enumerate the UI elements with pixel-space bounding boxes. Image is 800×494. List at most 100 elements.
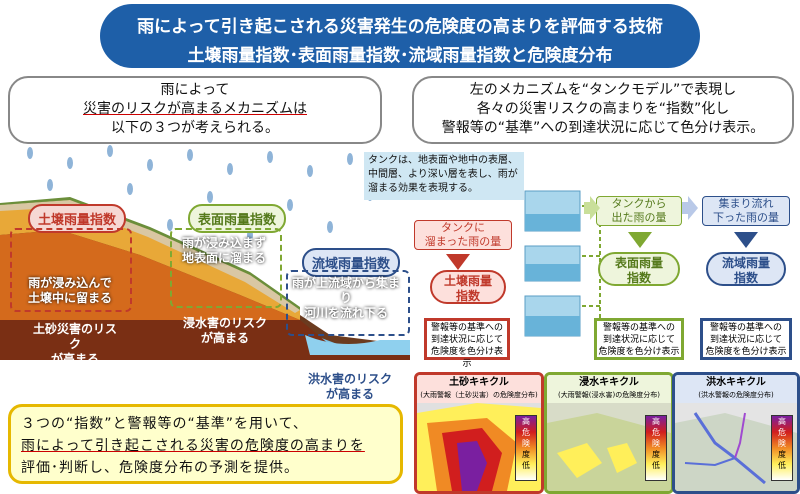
surface-index-2: 指数 bbox=[626, 271, 651, 285]
surface-desc-2: 地表面に溜まる bbox=[181, 251, 266, 265]
basin-color-note-2: 到達状況に応じて bbox=[709, 335, 782, 345]
right-callout-line-3: 警報等の“基準”への到達状況に応じて色分け表示。 bbox=[441, 120, 765, 136]
map-soil-subtitle: (大雨警報（土砂災害）の危険度分布) bbox=[420, 391, 538, 399]
map-surface-legend-high: 高 bbox=[652, 417, 660, 426]
surface-color-note: 警報等の基準への 到達状況に応じて 危険度を色分け表示 bbox=[594, 318, 684, 360]
soil-index-2: 指数 bbox=[455, 289, 480, 303]
soil-desc-2: 土壌中に留まる bbox=[27, 291, 112, 305]
map-basin-legend: 高 危 険 度 低 bbox=[771, 415, 793, 481]
map-soil: 土砂キキクル (大雨警報（土砂災害）の危険度分布) 高 危 険 度 低 bbox=[414, 372, 544, 494]
flow-arrows bbox=[584, 196, 698, 220]
soil-index-region bbox=[10, 228, 132, 312]
right-callout-line-2: 各々の災害リスクの高まりを“指数”化し bbox=[476, 101, 730, 117]
map-basin-title: 洪水キキクル bbox=[706, 377, 766, 388]
basin-desc-2: 河川を流れ下る bbox=[303, 306, 388, 320]
map-soil-head: 土砂キキクル (大雨警報（土砂災害）の危険度分布) bbox=[417, 375, 541, 403]
left-callout: 雨によって 災害のリスクが高まるメカニズムは 以下の３つが考えられる。 bbox=[8, 76, 382, 144]
surface-note-1: タンクから bbox=[611, 197, 667, 210]
map-surface-title: 浸水キキクル bbox=[579, 377, 639, 388]
map-surface-legend-mid2: 険 bbox=[652, 439, 660, 448]
soil-index-tank-label: 土壌雨量 指数 bbox=[430, 270, 506, 304]
right-callout: 左のメカニズムを“タンクモデル”で表現し 各々の災害リスクの高まりを“指数”化し… bbox=[412, 76, 794, 144]
map-soil-legend-low: 低 bbox=[522, 461, 530, 470]
surface-risk: 浸水害のリスク が高まる bbox=[170, 316, 280, 346]
basin-color-note-3: 危険度を色分け表示 bbox=[705, 347, 787, 357]
tank-explain-2: 中間層、より深い層を表し、雨が bbox=[368, 169, 518, 180]
map-basin-legend-mid2: 険 bbox=[778, 439, 786, 448]
basin-color-note-1: 警報等の基準への bbox=[709, 323, 782, 333]
surface-color-note-1: 警報等の基準への bbox=[602, 323, 675, 333]
title-line-2: 土壌雨量指数･表面雨量指数･流域雨量指数と危険度分布 bbox=[187, 46, 613, 66]
summary-line-1: ３つの“指数”と警報等の“基準”を用いて、 bbox=[21, 416, 308, 432]
soil-risk-1: 土砂災害のリスク bbox=[32, 322, 117, 351]
soil-color-note: 警報等の基準への 到達状況に応じて 危険度を色分け表示 bbox=[424, 318, 510, 369]
surface-note-2: 出た雨の量 bbox=[611, 211, 667, 224]
map-soil-image bbox=[417, 403, 541, 491]
basin-note-arrow bbox=[734, 232, 758, 248]
soil-note-1: タンクに bbox=[441, 221, 485, 234]
surface-note-arrow bbox=[628, 232, 652, 248]
soil-color-note-2: 到達状況に応じて bbox=[430, 335, 503, 345]
basin-index-tank-label: 流域雨量 指数 bbox=[706, 252, 786, 286]
soil-color-note-1: 警報等の基準への bbox=[430, 323, 503, 333]
map-basin-legend-mid3: 度 bbox=[778, 450, 786, 459]
map-surface-legend: 高 危 険 度 低 bbox=[645, 415, 667, 481]
basin-index-2: 指数 bbox=[733, 271, 758, 285]
tank-explain-3: 溜まる効果を表現する。 bbox=[368, 183, 478, 194]
basin-color-note: 警報等の基準への 到達状況に応じて 危険度を色分け表示 bbox=[700, 318, 792, 360]
surface-description: 雨が浸み込まず 地表面に溜まる bbox=[172, 236, 276, 266]
map-soil-legend-mid3: 度 bbox=[522, 450, 530, 459]
left-callout-line-1: 雨によって bbox=[160, 82, 230, 98]
soil-description: 雨が浸み込んで 土壌中に留まる bbox=[14, 276, 126, 306]
basin-index-region bbox=[286, 270, 410, 336]
map-basin-legend-mid1: 危 bbox=[778, 428, 786, 437]
surface-risk-2: が高まる bbox=[200, 331, 249, 345]
surface-color-note-3: 危険度を色分け表示 bbox=[598, 347, 680, 357]
basin-description: 雨が上流域から集まり 河川を流れ下る bbox=[288, 276, 404, 321]
soil-note-2: 溜まった雨の量 bbox=[424, 235, 502, 248]
map-basin-subtitle: (洪水警報の危険度分布) bbox=[698, 391, 774, 399]
basin-risk-1: 洪水害のリスク bbox=[307, 372, 392, 386]
surface-desc-1: 雨が浸み込まず bbox=[181, 236, 266, 250]
map-surface-head: 浸水キキクル (大雨警報(浸水害)の危険度分布) bbox=[547, 375, 671, 403]
map-surface-subtitle: (大雨警報(浸水害)の危険度分布) bbox=[558, 391, 660, 399]
page-title: 雨によって引き起こされる災害発生の危険度の高まりを評価する技術 土壌雨量指数･表… bbox=[100, 4, 700, 68]
basin-note-2: 下った雨の量 bbox=[713, 211, 779, 224]
right-callout-line-1: 左のメカニズムを“タンクモデル”で表現し bbox=[469, 82, 737, 98]
surface-index-1: 表面雨量 bbox=[614, 256, 663, 270]
soil-desc-1: 雨が浸み込んで bbox=[28, 276, 112, 290]
map-surface-legend-mid3: 度 bbox=[652, 450, 660, 459]
left-callout-line-2: 災害のリスクが高まるメカニズムは bbox=[83, 101, 307, 117]
soil-note-arrow bbox=[446, 254, 470, 270]
surface-risk-1: 浸水害のリスク bbox=[182, 316, 267, 330]
soil-tank-note: タンクに 溜まった雨の量 bbox=[414, 220, 512, 250]
basin-index-label: 流域雨量指数 bbox=[302, 248, 401, 277]
soil-risk: 土砂災害のリスク が高まる bbox=[30, 322, 120, 367]
tank-explain-1: タンクは、地表面や地中の表層、 bbox=[368, 155, 518, 166]
map-soil-legend-mid2: 険 bbox=[522, 439, 530, 448]
basin-note-1: 集まり流れ bbox=[718, 197, 774, 210]
title-line-1: 雨によって引き起こされる災害発生の危険度の高まりを評価する技術 bbox=[137, 17, 663, 37]
map-surface-legend-mid1: 危 bbox=[652, 428, 660, 437]
soil-risk-2: が高まる bbox=[50, 352, 99, 366]
tank-model bbox=[524, 190, 601, 337]
basin-risk-2: が高まる bbox=[325, 387, 374, 401]
soil-color-note-3: 危険度を色分け表示 bbox=[430, 347, 503, 369]
summary-box: ３つの“指数”と警報等の“基準”を用いて、 雨によって引き起こされる災害の危険度… bbox=[8, 404, 403, 484]
basin-index-1: 流域雨量 bbox=[721, 256, 770, 270]
soil-index-1: 土壌雨量 bbox=[443, 274, 492, 288]
map-soil-legend-mid1: 危 bbox=[522, 428, 530, 437]
map-basin-legend-low: 低 bbox=[778, 461, 786, 470]
surface-index-tank-label: 表面雨量 指数 bbox=[598, 252, 680, 286]
tank-explanation: タンクは、地表面や地中の表層、 中間層、より深い層を表し、雨が 溜まる効果を表現… bbox=[364, 152, 524, 200]
surface-color-note-2: 到達状況に応じて bbox=[602, 335, 675, 345]
map-basin-head: 洪水キキクル (洪水警報の危険度分布) bbox=[675, 375, 797, 403]
basin-desc-1: 雨が上流域から集まり bbox=[291, 276, 400, 305]
map-soil-legend-high: 高 bbox=[522, 417, 530, 426]
map-basin: 洪水キキクル (洪水警報の危険度分布) 高 危 険 度 低 bbox=[672, 372, 800, 494]
map-surface: 浸水キキクル (大雨警報(浸水害)の危険度分布) 高 危 険 度 低 bbox=[544, 372, 674, 494]
map-soil-legend: 高 危 険 度 低 bbox=[515, 415, 537, 481]
surface-index-region bbox=[170, 228, 282, 308]
summary-line-2: 雨によって引き起こされる災害の危険度の高まりを bbox=[21, 438, 365, 454]
map-basin-legend-high: 高 bbox=[778, 417, 786, 426]
